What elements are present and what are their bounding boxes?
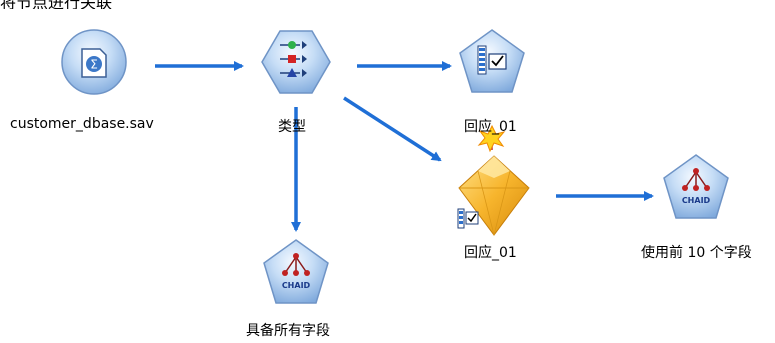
chaid-badge-text: CHAID bbox=[282, 281, 311, 290]
chaid-all-fields-node[interactable]: CHAID bbox=[263, 239, 329, 304]
response-table-icon bbox=[477, 45, 507, 75]
type-node-icon bbox=[280, 41, 307, 77]
source-node[interactable]: Σ bbox=[61, 29, 127, 95]
chaid-icon: CHAID bbox=[282, 253, 311, 290]
response-model-node[interactable] bbox=[457, 155, 530, 236]
link-type-to-model[interactable] bbox=[343, 96, 442, 162]
response-table-node[interactable] bbox=[459, 29, 525, 93]
table-checkbox-icon bbox=[457, 208, 479, 229]
source-node-label: customer_dbase.sav bbox=[10, 116, 154, 132]
chaid-all-fields-label: 具备所有字段 bbox=[246, 323, 330, 339]
response-table-label: 回应_01 bbox=[464, 119, 517, 135]
spark-marker-icon bbox=[477, 124, 506, 153]
svg-text:Σ: Σ bbox=[90, 58, 98, 72]
generated-model-nugget-icon bbox=[458, 155, 530, 236]
type-node-label: 类型 bbox=[278, 119, 306, 135]
chaid-top10-node[interactable]: CHAID bbox=[663, 154, 729, 219]
chaid-top10-label: 使用前 10 个字段 bbox=[641, 245, 752, 261]
canvas-title: 将节点进行关联 bbox=[0, 0, 200, 9]
connections bbox=[155, 61, 654, 232]
response-model-label: 回应_01 bbox=[464, 245, 517, 261]
database-source-icon: Σ bbox=[81, 48, 107, 78]
type-node[interactable] bbox=[261, 30, 331, 94]
chaid-badge-text: CHAID bbox=[682, 196, 711, 205]
chaid-icon: CHAID bbox=[682, 168, 711, 205]
